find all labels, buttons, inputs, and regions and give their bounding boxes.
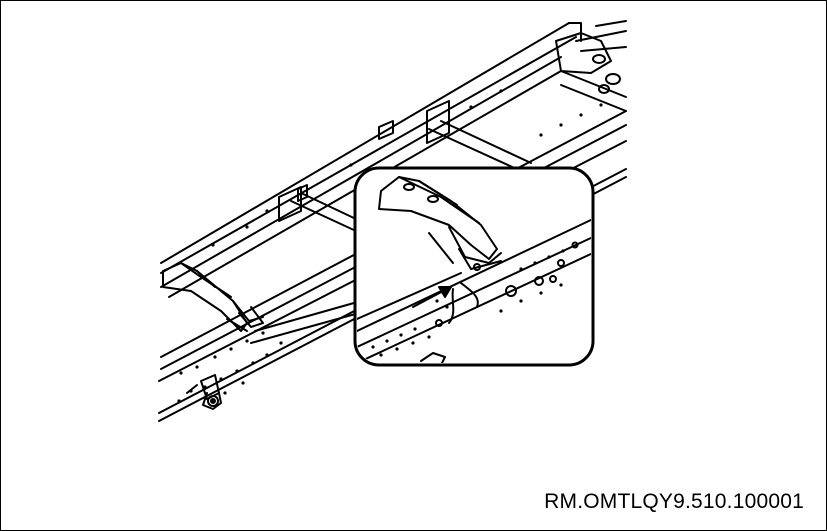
frame-bracket bbox=[186, 374, 222, 410]
crossmember-3 bbox=[162, 262, 264, 332]
callout-leader bbox=[250, 300, 362, 344]
frame-rear-end bbox=[555, 20, 627, 112]
detail-rivets bbox=[371, 249, 565, 357]
crossmember-2 bbox=[278, 184, 357, 232]
far-side-rail bbox=[160, 22, 577, 298]
figure-reference-code: RM.OMTLQY9.510.100001 bbox=[544, 490, 804, 513]
detail-frame-rail bbox=[357, 176, 591, 363]
crossmember-1 bbox=[378, 100, 532, 172]
detail-callout bbox=[353, 166, 595, 367]
